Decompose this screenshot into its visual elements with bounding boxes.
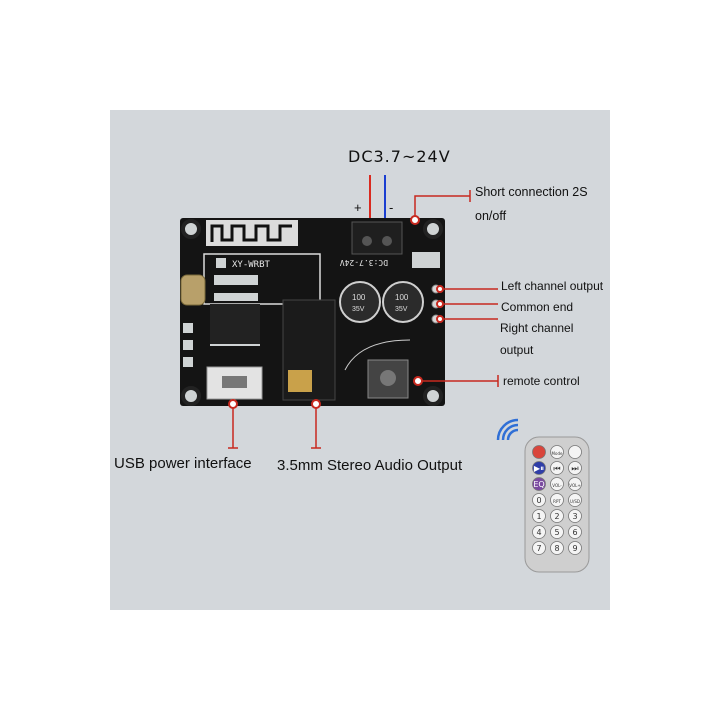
remote-keypad: Mode ▶⏸ ⏮ ⏭ EQ VOL- VOL+ 0 RPT U/SD 1 2 3 4 5 6 7 8 9 <box>532 445 582 555</box>
on-off-label: on/off <box>475 209 507 223</box>
voltage-print: DC:3.7-24V <box>340 258 388 267</box>
remote-key-label: Mode <box>552 451 563 456</box>
remote-key-label: VOL- <box>552 483 562 488</box>
remote-key-label: 8 <box>554 544 559 553</box>
power-terminal <box>351 221 403 255</box>
remote-key-label: U/SD <box>570 499 580 504</box>
remote-key-label: ▶⏸ <box>534 464 544 473</box>
remote-key <box>568 541 582 555</box>
cap-left-voltage: 35V <box>352 306 365 313</box>
remote-key <box>550 461 564 475</box>
solder-pads <box>183 252 440 367</box>
power-voltage-label: DC3.7~24V <box>348 147 451 166</box>
remote-key <box>532 525 546 539</box>
antenna-trace <box>206 220 298 246</box>
remote-key <box>550 445 564 459</box>
remote-key-label: 7 <box>536 544 541 553</box>
terminal-screw-plus <box>362 236 372 246</box>
remote-key <box>550 477 564 491</box>
callout-lines <box>228 190 499 449</box>
remote-control-label: remote control <box>503 374 580 388</box>
remote-key <box>568 461 582 475</box>
remote-key-label: ⏮ <box>553 464 560 473</box>
right-channel-label: Right channel <box>500 321 574 335</box>
remote-key-label: VOL+ <box>569 483 580 488</box>
positive-terminal-label: + <box>354 200 362 215</box>
audio-jack-pins <box>288 370 312 392</box>
remote-key-label: 4 <box>536 528 541 537</box>
remote-key <box>550 493 564 507</box>
capacitor-left: 100 35V <box>339 281 381 323</box>
remote-key <box>532 461 546 475</box>
remote-key-label: EQ <box>533 480 544 489</box>
common-end-label: Common end <box>501 300 574 314</box>
left-channel-label: Left channel output <box>501 279 604 293</box>
remote-key <box>532 509 546 523</box>
callout-dots <box>228 215 444 409</box>
remote-key <box>532 477 546 491</box>
remote-key-label: 3 <box>572 512 577 521</box>
audio-output-label: 3.5mm Stereo Audio Output <box>277 457 463 474</box>
remote-key <box>550 525 564 539</box>
short-connection-label: Short connection 2S <box>475 185 588 199</box>
remote-key <box>568 477 582 491</box>
remote-key <box>550 509 564 523</box>
ic-chip <box>210 304 260 344</box>
ir-outline <box>344 339 411 371</box>
right-channel-output-label: output <box>500 343 534 357</box>
ir-receiver-lens <box>380 370 396 386</box>
wifi-icon <box>506 428 519 441</box>
remote-key-label: RPT <box>553 499 561 504</box>
remote-key-label: 0 <box>536 496 541 505</box>
cap-left-value: 100 <box>352 293 366 302</box>
remote-key-label: 9 <box>572 544 577 553</box>
usb-power-label: USB power interface <box>114 455 252 472</box>
module-name-print: XY-WRBT <box>232 260 271 270</box>
remote-key-label: 1 <box>536 512 541 521</box>
capacitor-right: 100 35V <box>382 281 424 323</box>
remote-key <box>550 541 564 555</box>
remote-key <box>568 493 582 507</box>
remote-key-label: 6 <box>572 528 577 537</box>
cap-right-value: 100 <box>395 293 409 302</box>
mounting-holes <box>181 219 443 406</box>
usb-port-opening <box>222 376 247 388</box>
remote-key-label: ⏭ <box>571 464 578 473</box>
remote-key-label: 5 <box>554 528 559 537</box>
remote-key-label: 2 <box>554 512 559 521</box>
terminal-screw-minus <box>382 236 392 246</box>
remote-key <box>568 509 582 523</box>
remote-key <box>568 445 582 459</box>
cap-right-voltage: 35V <box>395 306 408 313</box>
remote-key <box>568 525 582 539</box>
remote-key <box>532 541 546 555</box>
crystal-oscillator <box>180 274 206 306</box>
remote-key <box>532 493 546 507</box>
negative-terminal-label: - <box>389 200 394 215</box>
remote-key <box>532 445 546 459</box>
